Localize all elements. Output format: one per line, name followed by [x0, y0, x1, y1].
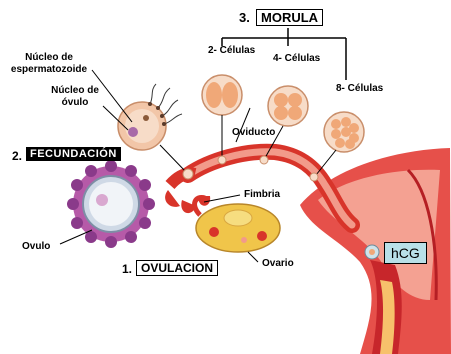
morula-label: MORULA — [256, 9, 323, 26]
eight-cells-label: 8- Células — [336, 83, 383, 95]
oviduct-label: Oviducto — [232, 127, 275, 139]
morula-step-number: 3. — [239, 10, 250, 25]
ovary-label: Ovario — [262, 258, 294, 270]
hcg-badge: hCG — [384, 242, 427, 264]
four-cells-label: 4- Células — [273, 53, 320, 65]
ovary — [195, 197, 280, 252]
two-cells-label: 2- Células — [208, 45, 255, 57]
fertilization-ovum — [118, 84, 193, 179]
fimbria-label: Fimbria — [244, 189, 280, 201]
ovum-label: Ovulo — [22, 241, 50, 253]
ovum-nucleus-label: Núcleo de óvulo — [44, 85, 106, 109]
sperm-nucleus-label: Núcleo de espermatozoide — [8, 52, 90, 76]
fertilization-step-number: 2. — [12, 149, 22, 163]
ovulation-label: OVULACION — [136, 260, 218, 276]
fimbria — [165, 190, 210, 213]
implanted-blastocyst — [365, 245, 379, 259]
ovulation-step-number: 1. — [122, 262, 132, 276]
fertilization-label: FECUNDACIÓN — [26, 147, 121, 161]
